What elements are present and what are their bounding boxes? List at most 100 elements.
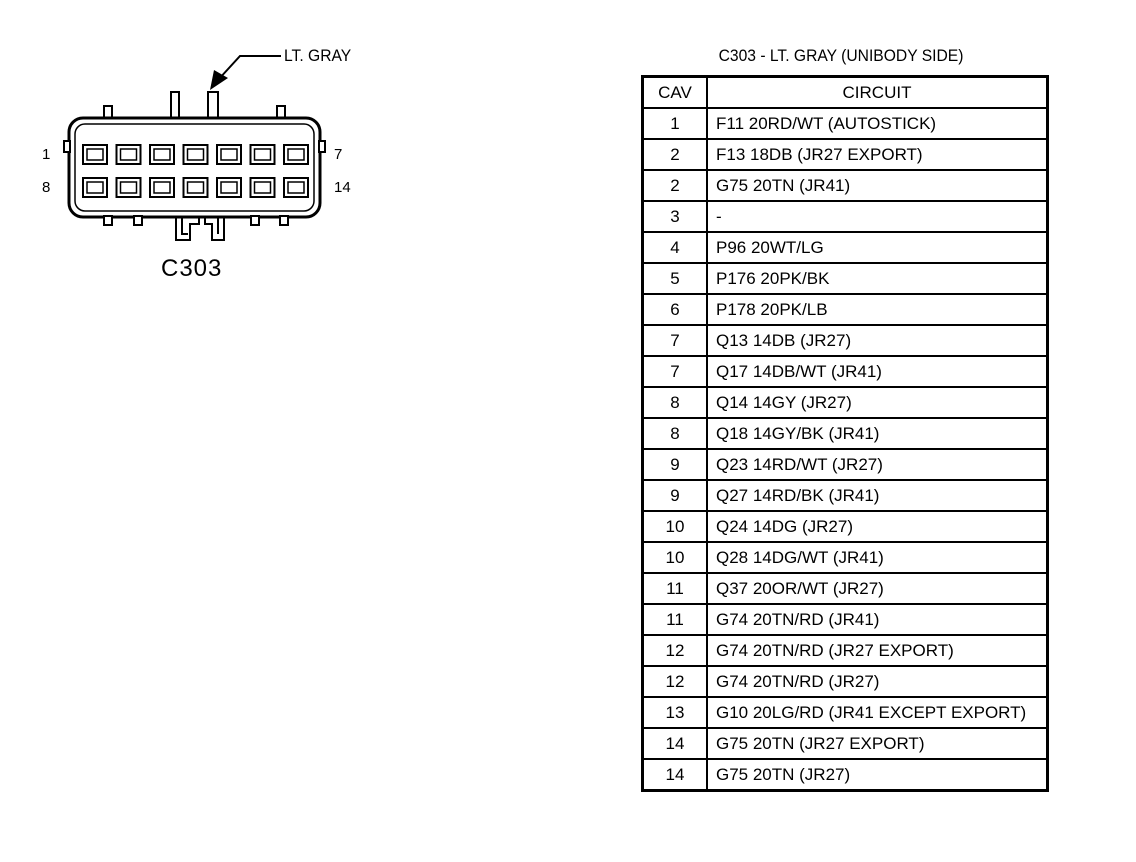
cavity-terminal (220, 181, 238, 194)
cavity-terminal (253, 181, 272, 194)
cavity-terminal (86, 181, 104, 194)
connector-name: C303 (161, 255, 222, 282)
pin-label-7: 7 (334, 146, 342, 163)
circuit-cell: - (706, 200, 1049, 233)
cavity-terminal (119, 148, 138, 161)
circuit-cell: Q18 14GY/BK (JR41) (706, 417, 1049, 450)
cav-cell: 6 (641, 293, 708, 326)
cav-cell: 14 (641, 758, 708, 792)
circuit-cell: Q27 14RD/BK (JR41) (706, 479, 1049, 512)
top-key-post (170, 91, 180, 120)
circuit-cell: P176 20PK/BK (706, 262, 1049, 295)
cav-cell: 3 (641, 200, 708, 233)
cav-cell: 11 (641, 603, 708, 636)
circuit-cell: Q24 14DG (JR27) (706, 510, 1049, 543)
cav-cell: 8 (641, 386, 708, 419)
table-title: C303 - LT. GRAY (UNIBODY SIDE) (718, 46, 964, 65)
side-latch (63, 140, 71, 153)
circuit-cell: G74 20TN/RD (JR27 EXPORT) (706, 634, 1049, 667)
pin-label-14: 14 (334, 179, 351, 196)
cav-cell: 8 (641, 417, 708, 450)
cavity-terminal (287, 181, 305, 194)
cav-cell: 10 (641, 541, 708, 574)
cavity-row-bottom (82, 177, 309, 198)
cav-cell: 9 (641, 479, 708, 512)
cav-cell: 13 (641, 696, 708, 729)
circuit-cell: G74 20TN/RD (JR27) (706, 665, 1049, 698)
cav-cell: 7 (641, 324, 708, 357)
cavity-terminal (253, 148, 272, 161)
top-key-post (207, 91, 219, 120)
cav-cell: 2 (641, 169, 708, 202)
circuit-cell: Q13 14DB (JR27) (706, 324, 1049, 357)
circuit-cell: Q14 14GY (JR27) (706, 386, 1049, 419)
cav-cell: 12 (641, 665, 708, 698)
bottom-lock (204, 216, 225, 241)
circuit-cell: G74 20TN/RD (JR41) (706, 603, 1049, 636)
cavity-terminal (287, 148, 305, 161)
header-cav: CAV (641, 75, 708, 109)
cav-cell: 9 (641, 448, 708, 481)
table-header-row: CAV CIRCUIT (641, 75, 1049, 109)
circuit-cell: G75 20TN (JR27) (706, 758, 1049, 792)
cavity-terminal (186, 181, 205, 194)
cav-cell: 11 (641, 572, 708, 605)
cav-cell: 12 (641, 634, 708, 667)
cav-cell: 10 (641, 510, 708, 543)
circuit-cell: G10 20LG/RD (JR41 EXCEPT EXPORT) (706, 696, 1049, 729)
pin-label-1: 1 (42, 146, 50, 163)
circuit-cell: Q17 14DB/WT (JR41) (706, 355, 1049, 388)
circuit-cell: G75 20TN (JR27 EXPORT) (706, 727, 1049, 760)
circuit-cell: Q28 14DG/WT (JR41) (706, 541, 1049, 574)
cavity-terminal (153, 181, 171, 194)
circuit-cell: Q23 14RD/WT (JR27) (706, 448, 1049, 481)
connector-diagram: LT. GRAY 1 7 8 14 C303 (42, 46, 351, 282)
cav-cell: 7 (641, 355, 708, 388)
circuit-cell: P178 20PK/LB (706, 293, 1049, 326)
bottom-tab (103, 215, 113, 226)
bottom-lock (181, 216, 188, 235)
pin-label-8: 8 (42, 179, 50, 196)
circuit-cell: Q37 20OR/WT (JR27) (706, 572, 1049, 605)
cavity-terminal (86, 148, 104, 161)
cav-cell: 4 (641, 231, 708, 264)
leader-arrow (210, 70, 228, 90)
bottom-tab (250, 215, 260, 226)
header-circuit: CIRCUIT (706, 75, 1049, 109)
cav-cell: 14 (641, 727, 708, 760)
circuit-cell: P96 20WT/LG (706, 231, 1049, 264)
connector-body (67, 116, 322, 219)
cav-cell: 5 (641, 262, 708, 295)
circuit-cell: G75 20TN (JR41) (706, 169, 1049, 202)
connector-inner-edge (74, 123, 315, 212)
side-latch (318, 140, 326, 153)
bottom-tab (133, 215, 143, 226)
leader-line (217, 55, 281, 81)
cavity-row-top (82, 144, 309, 165)
circuit-cell: F11 20RD/WT (AUTOSTICK) (706, 107, 1049, 140)
cavity-terminal (119, 181, 138, 194)
cav-cell: 1 (641, 107, 708, 140)
color-label: LT. GRAY (284, 46, 351, 65)
